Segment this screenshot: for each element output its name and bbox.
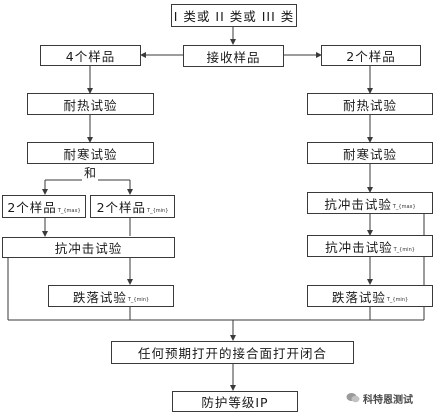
tmin-subscript: T_{min}	[393, 247, 415, 253]
tmax-subscript: T_{max}	[57, 207, 81, 214]
tmin-subscript: T_{min}	[147, 207, 169, 214]
heat-test-left-box: 耐热试验	[27, 93, 154, 115]
receive-samples-box: 接收样品	[183, 45, 284, 67]
cold-test-left-box: 耐寒试验	[27, 142, 154, 164]
open-close-joint-box: 任何预期打开的接合面打开闭合	[111, 341, 354, 364]
chat-bubble-icon	[346, 393, 360, 403]
watermark: 科特恩测试	[346, 389, 434, 407]
four-samples-box: 4个样品	[40, 45, 141, 66]
heat-test-right-box: 耐热试验	[307, 93, 433, 115]
category-box: I 类或 II 类或 III 类	[171, 4, 297, 27]
ip-rating-box: 防护等级IP	[172, 391, 298, 412]
tmin-subscript: T_{min}	[386, 297, 409, 303]
impact-test-left-box: 抗冲击试验	[2, 237, 175, 258]
cold-test-right-box: 耐寒试验	[307, 142, 433, 164]
and-label: 和	[82, 164, 99, 181]
tmax-subscript: T_{max}	[392, 204, 416, 210]
two-samples-box: 2个样品	[321, 45, 421, 66]
watermark-text: 科特恩测试	[363, 394, 413, 406]
tmin-subscript: T_{min}	[127, 297, 150, 303]
